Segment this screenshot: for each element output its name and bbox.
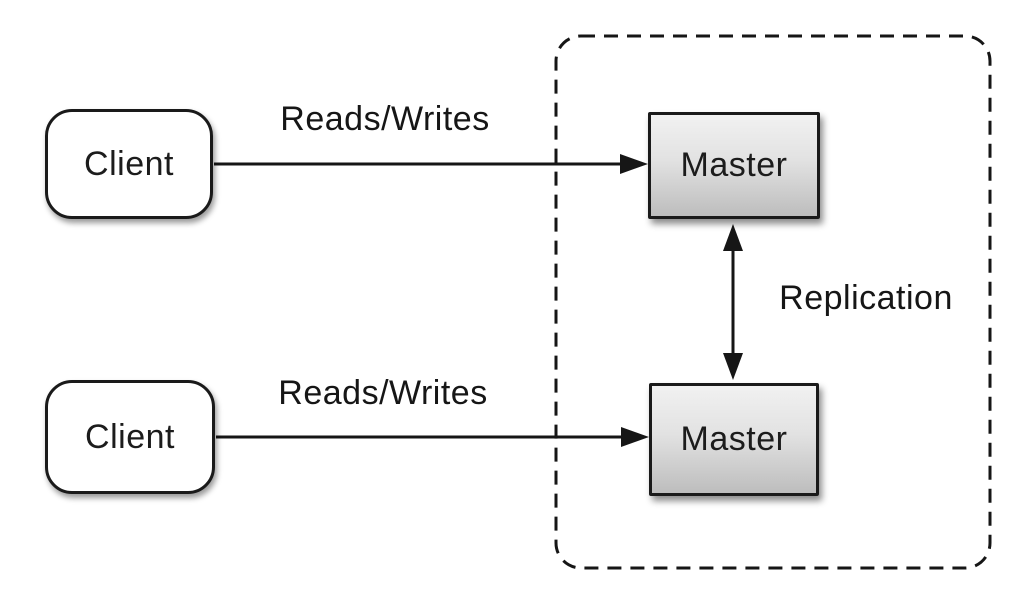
- edge-label-reads-writes-top: Reads/Writes: [280, 100, 490, 138]
- reads-writes-arrow-bottom: [216, 427, 649, 447]
- arrowhead-up-icon: [723, 224, 743, 251]
- node-master-bottom: Master: [649, 383, 819, 496]
- node-master-top-label: Master: [680, 146, 788, 184]
- replication-arrow: [723, 224, 743, 380]
- arrowhead-right-icon: [621, 427, 649, 447]
- dashed-group-boundary: [554, 34, 992, 570]
- node-client-top: Client: [45, 109, 213, 219]
- node-master-bottom-label: Master: [680, 420, 788, 458]
- node-client-top-label: Client: [84, 144, 174, 183]
- arrowhead-down-icon: [723, 353, 743, 380]
- node-client-bottom-label: Client: [85, 417, 175, 456]
- reads-writes-arrow-top: [214, 154, 648, 174]
- arrowhead-right-icon: [620, 154, 648, 174]
- edge-label-replication: Replication: [779, 279, 953, 317]
- node-client-bottom: Client: [45, 380, 215, 494]
- edge-label-reads-writes-bottom: Reads/Writes: [278, 374, 488, 412]
- node-master-top: Master: [648, 112, 820, 219]
